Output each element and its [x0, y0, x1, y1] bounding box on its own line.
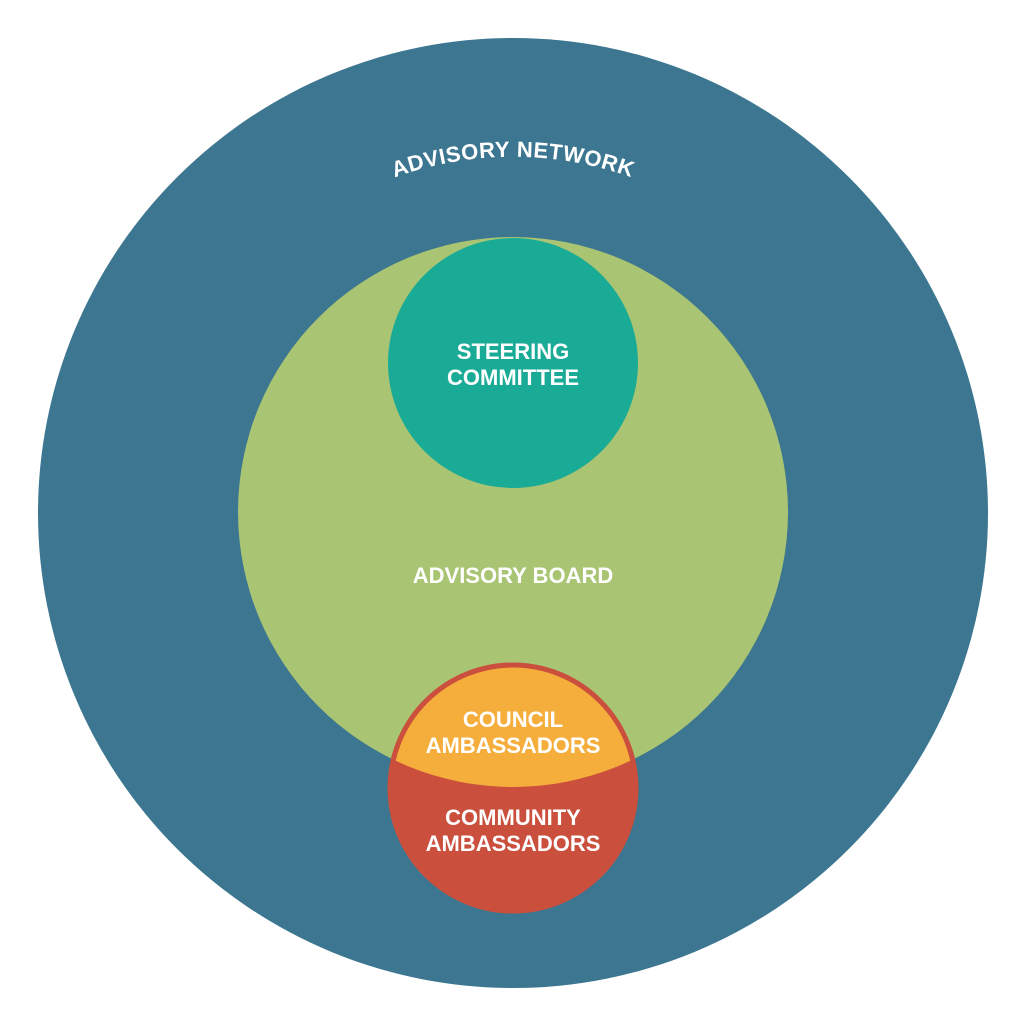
steering-committee-label-line1: STEERING: [457, 339, 569, 364]
council-ambassadors-label-line2: AMBASSADORS: [426, 733, 601, 758]
steering-committee-label-line2: COMMITTEE: [447, 365, 579, 390]
advisory-board-label: ADVISORY BOARD: [413, 563, 613, 588]
steering-committee-circle: [388, 238, 638, 488]
community-ambassadors-label-line1: COMMUNITY: [445, 805, 581, 830]
advisory-board-circle: [238, 237, 788, 787]
council-ambassadors-label-line1: COUNCIL: [463, 707, 563, 732]
ambassadors-outline: [387, 662, 639, 914]
community-ambassadors-label-line2: AMBASSADORS: [426, 831, 601, 856]
